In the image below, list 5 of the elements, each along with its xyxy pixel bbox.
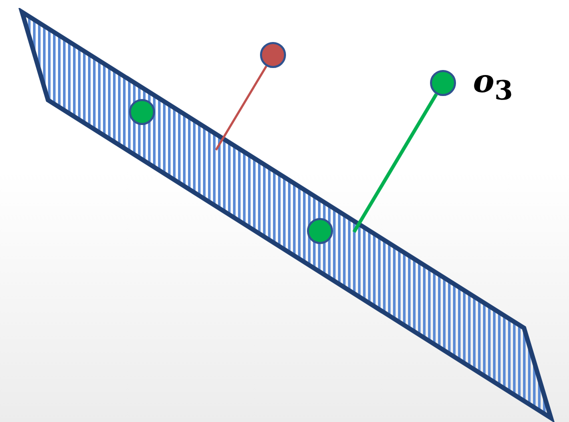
point-marker: [260, 42, 286, 68]
connector-line: [215, 66, 268, 151]
connector-line: [352, 93, 438, 233]
point-label: o$_{3}$: [473, 65, 513, 106]
point-marker: [430, 70, 456, 96]
